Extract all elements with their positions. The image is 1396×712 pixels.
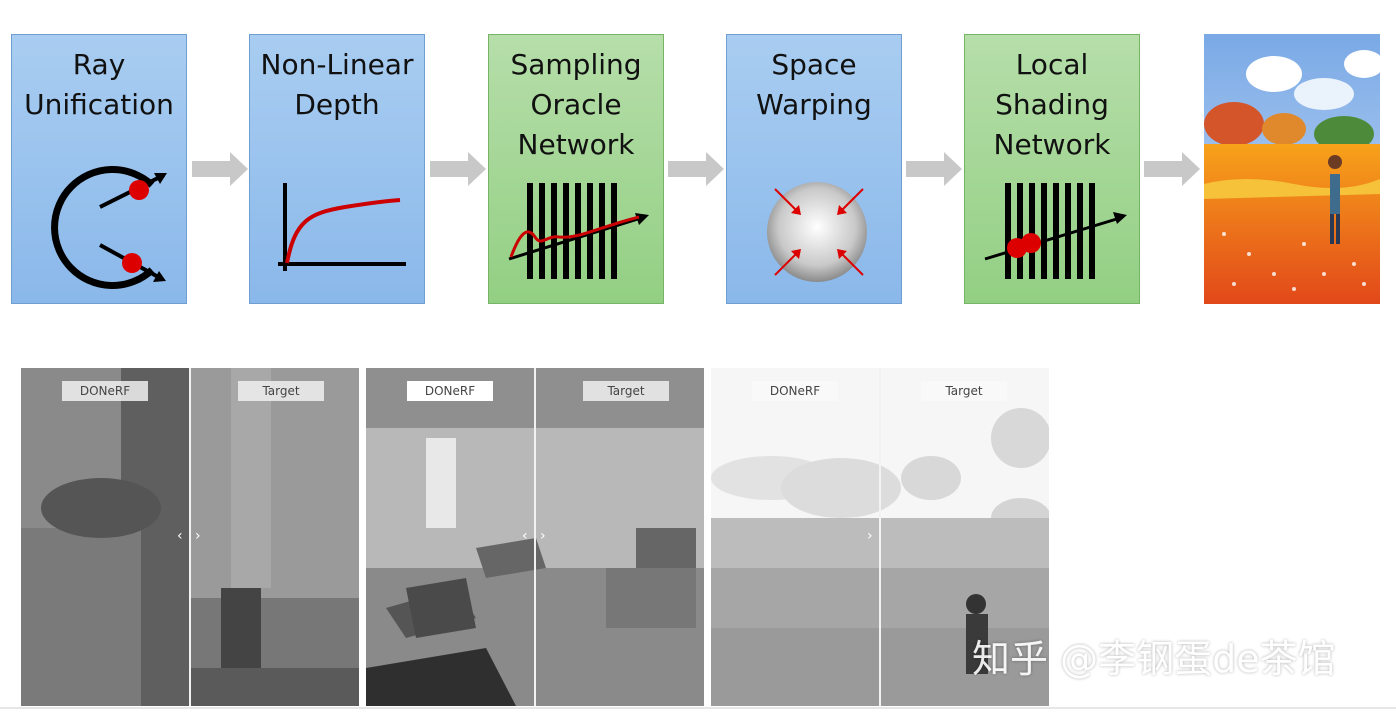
target-label: Target xyxy=(238,381,324,401)
slider-handle-icon[interactable]: ‹ › xyxy=(177,528,205,544)
step-sampling-oracle-network: Sampling Oracle Network xyxy=(488,34,664,304)
zhihu-watermark: 知乎 @李钢蛋de茶馆 xyxy=(972,637,1336,681)
slider-divider[interactable] xyxy=(879,368,881,706)
nonlinear-depth-icon xyxy=(278,183,406,271)
sampling-oracle-icon xyxy=(508,183,649,279)
arrow-icon xyxy=(906,152,962,186)
slider-divider[interactable] xyxy=(189,368,191,706)
step-ray-unification: Ray Unification xyxy=(11,34,187,304)
arrow-icon xyxy=(430,152,486,186)
step-non-linear-depth: Non-Linear Depth xyxy=(249,34,425,304)
space-warping-icon xyxy=(767,182,867,282)
arrow-icon xyxy=(192,152,248,186)
arrow-icon xyxy=(1144,152,1200,186)
step-title: Non-Linear Depth xyxy=(260,48,414,121)
comparison-panel-forest[interactable]: DONeRF Target ‹ › xyxy=(21,368,359,706)
comparison-panel-classroom[interactable]: DONeRF Target ‹ › xyxy=(366,368,704,706)
ray-unification-icon xyxy=(51,166,167,289)
bottom-divider xyxy=(0,707,1396,709)
rendered-scene-image xyxy=(1204,34,1380,304)
target-label: Target xyxy=(583,381,669,401)
arrow-icon xyxy=(668,152,724,186)
local-shading-icon xyxy=(984,183,1127,279)
step-title: Space Warping xyxy=(756,48,872,121)
step-title: Local Shading Network xyxy=(993,48,1111,161)
method-label: DONeRF xyxy=(752,381,838,401)
step-local-shading-network: Local Shading Network xyxy=(964,34,1140,304)
target-label: Target xyxy=(921,381,1007,401)
step-space-warping: Space Warping xyxy=(726,34,902,304)
step-title: Ray Unification xyxy=(24,48,174,121)
depth-map-image xyxy=(21,368,359,706)
slider-handle-icon[interactable]: › xyxy=(867,528,877,544)
step-title: Sampling Oracle Network xyxy=(510,48,642,161)
method-label: DONeRF xyxy=(407,381,493,401)
slider-divider[interactable] xyxy=(534,368,536,706)
comparison-panel-meadow[interactable]: DONeRF Target › xyxy=(711,368,1049,706)
slider-handle-icon[interactable]: ‹ › xyxy=(522,528,550,544)
method-label: DONeRF xyxy=(62,381,148,401)
